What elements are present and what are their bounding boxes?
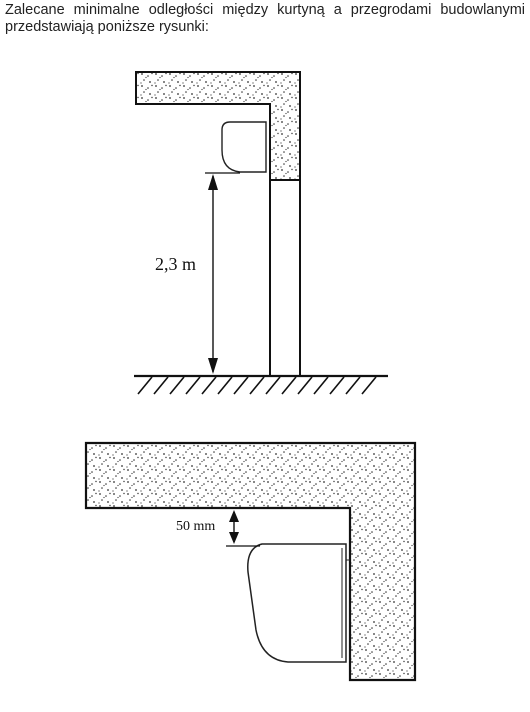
intro-line-2: przedstawiają poniższe rysunki: xyxy=(5,19,209,35)
gap-arrow-up xyxy=(229,510,239,522)
intro-text: Zalecane minimalne odległości między kur… xyxy=(5,2,525,36)
intro-line-1: Zalecane minimalne odległości między kur… xyxy=(5,2,525,18)
air-curtain-unit xyxy=(221,121,267,173)
height-arrow-down xyxy=(208,358,218,374)
height-arrow-up xyxy=(208,174,218,190)
ceiling-wall-section xyxy=(135,71,301,181)
figure-bottom: 50 mm xyxy=(84,441,417,682)
gap-label: 50 mm xyxy=(176,519,215,534)
figure-top: 2,3 m xyxy=(134,71,388,395)
ceiling-wall-section-bottom xyxy=(84,441,417,682)
floor-hatching xyxy=(137,376,377,395)
gap-arrow-down xyxy=(229,532,239,544)
wall-column xyxy=(269,179,301,377)
air-curtain-unit-bottom xyxy=(247,543,347,663)
height-label: 2,3 m xyxy=(155,254,196,274)
